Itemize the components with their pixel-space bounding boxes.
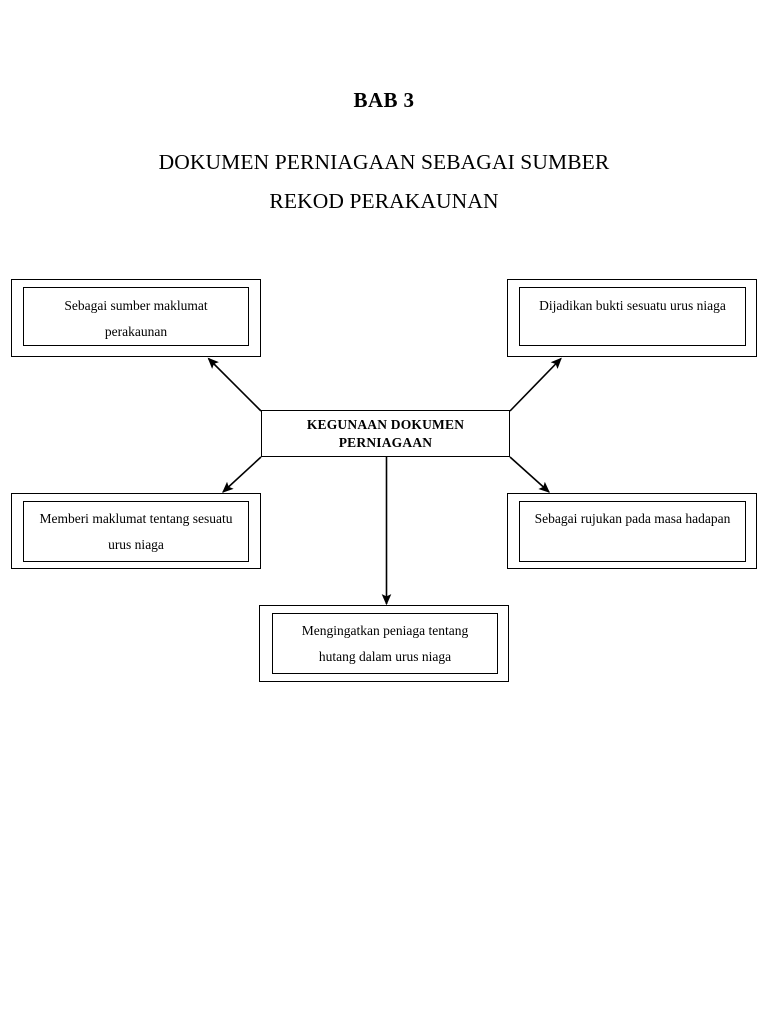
diagram-node-bottom-center[interactable]: Mengingatkan peniaga tentang hutang dala… (259, 605, 509, 682)
center-text-line-2: PERNIAGAAN (338, 434, 433, 450)
diagram-node-bottom-left[interactable]: Memberi maklumat tentang sesuatu urus ni… (11, 493, 261, 569)
diagram-node-top-right[interactable]: Dijadikan bukti sesuatu urus niaga (507, 279, 757, 357)
diagram-node-bottom-right[interactable]: Sebagai rujukan pada masa hadapan (507, 493, 757, 569)
diagram-node-inner: Mengingatkan peniaga tentang hutang dala… (272, 613, 498, 674)
chapter-heading: BAB 3 (353, 88, 415, 112)
node-text-line-2: perakaunan (104, 324, 168, 339)
diagram-node-inner: Dijadikan bukti sesuatu urus niaga (519, 287, 746, 346)
node-text-line-1: Memberi maklumat tentang sesuatu (39, 511, 233, 526)
arrow-center-to-top-right (509, 357, 562, 412)
page-title-line-2: REKOD PERAKAUNAN (269, 189, 499, 213)
diagram-node-inner: Memberi maklumat tentang sesuatu urus ni… (23, 501, 249, 562)
node-text-line-1: Sebagai sumber maklumat (64, 298, 208, 313)
node-text-line-1: Mengingatkan peniaga tentang (301, 623, 469, 638)
diagram-node-inner: Sebagai sumber maklumat perakaunan (23, 287, 249, 346)
node-text-line-1: Sebagai rujukan pada masa hadapan (534, 511, 731, 526)
node-text-line-2: hutang dalam urus niaga (318, 649, 452, 664)
arrow-center-to-bottom-left (222, 456, 262, 493)
arrow-center-to-bottom-right (509, 456, 550, 493)
diagram-node-center[interactable]: KEGUNAAN DOKUMEN PERNIAGAAN (261, 410, 510, 457)
diagram-node-top-left[interactable]: Sebagai sumber maklumat perakaunan (11, 279, 261, 357)
center-text-line-1: KEGUNAAN DOKUMEN (306, 416, 465, 432)
page-title-line-1: DOKUMEN PERNIAGAAN SEBAGAI SUMBER (158, 150, 610, 174)
page-title: DOKUMEN PERNIAGAAN SEBAGAI SUMBER REKOD … (0, 143, 768, 221)
diagram-node-inner: Sebagai rujukan pada masa hadapan (519, 501, 746, 562)
node-text-line-1: Dijadikan bukti sesuatu urus niaga (539, 298, 726, 313)
node-text-line-2: urus niaga (108, 537, 164, 552)
arrow-center-to-top-left (207, 357, 262, 412)
